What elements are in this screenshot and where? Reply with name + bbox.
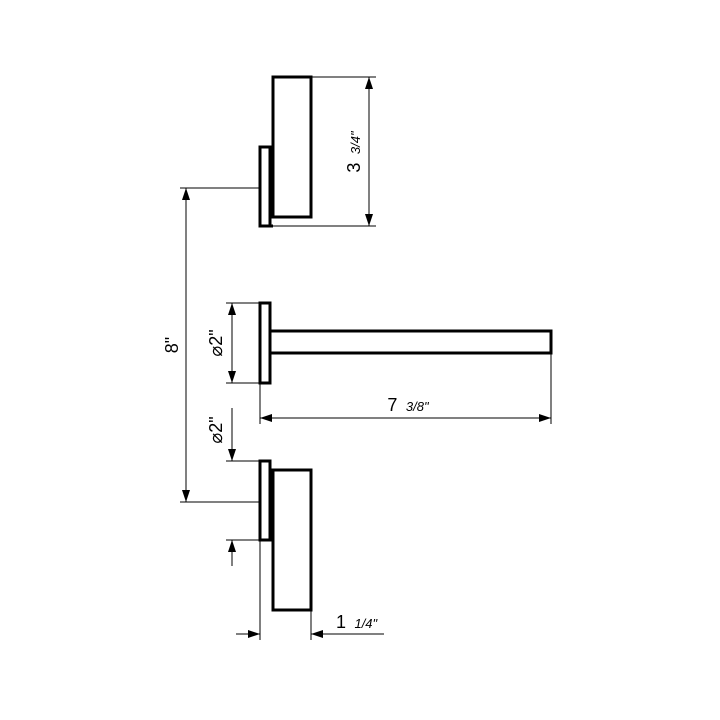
spout-plate-diameter-label: ⌀2" [206,329,226,356]
top-handle [258,75,313,228]
spout [258,301,553,385]
spacing-label: 8" [162,337,182,353]
dimension-spout-length: 7 3/8" [259,353,552,424]
handle-plate-diameter-label: ⌀2" [206,416,226,443]
top-handle-body [271,75,313,219]
dimension-spout-plate-diameter: ⌀2" [206,302,260,384]
bottom-handle-wall-plate [258,459,272,542]
bottom-handle-body [271,468,313,612]
handle-height-whole: 3 [344,163,364,173]
handle-height-label: 3 3/4" [344,130,364,173]
dimension-handle-plate-diameter: ⌀2" [206,408,260,566]
handle-height-fraction: 3/4" [348,130,363,154]
dimension-handle-height: 3 3/4" [270,76,376,227]
bottom-handle [258,459,313,612]
handle-depth-label: 1 1/4" [336,612,379,632]
top-handle-wall-plate [258,145,272,228]
dimension-spacing: 8" [162,187,260,503]
spout-arm [268,329,553,355]
diameter-symbol: ⌀ [206,346,226,357]
dimension-handle-depth: 1 1/4" [236,540,384,640]
spout-length-label: 7 3/8" [387,395,430,415]
